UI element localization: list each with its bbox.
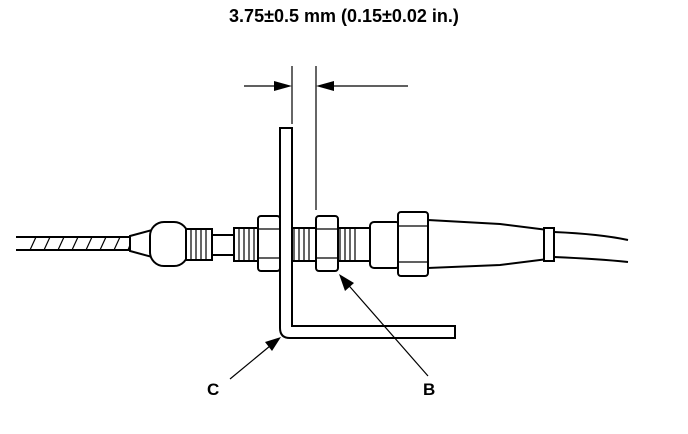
boot-end-ring: [543, 227, 555, 262]
leader-line-c: [229, 337, 281, 380]
threaded-sleeve-middle: [233, 227, 261, 262]
dimension-arrow-right: [316, 81, 408, 91]
leader-line-b: [339, 274, 429, 377]
left-lock-nut: [257, 215, 281, 272]
braided-inner-cable: [16, 236, 133, 251]
callout-label-b: B: [423, 380, 436, 399]
dimension-arrow-left: [244, 81, 292, 91]
bracket-c: [279, 127, 456, 339]
outer-cable-housing: [553, 231, 629, 263]
sleeve-neck: [211, 234, 235, 256]
sleeve-collar: [369, 221, 401, 269]
cable-boot: [427, 218, 549, 270]
cable-housing-hex: [397, 211, 429, 277]
callout-label-c: C: [207, 380, 220, 399]
adjusting-nut-b: [315, 215, 339, 272]
cable-end-ferrule: [149, 221, 189, 267]
cable-taper: [129, 228, 153, 259]
clearance-dimension-label: 3.75±0.5 mm (0.15±0.02 in.): [229, 6, 459, 26]
threaded-sleeve-left: [185, 228, 213, 261]
